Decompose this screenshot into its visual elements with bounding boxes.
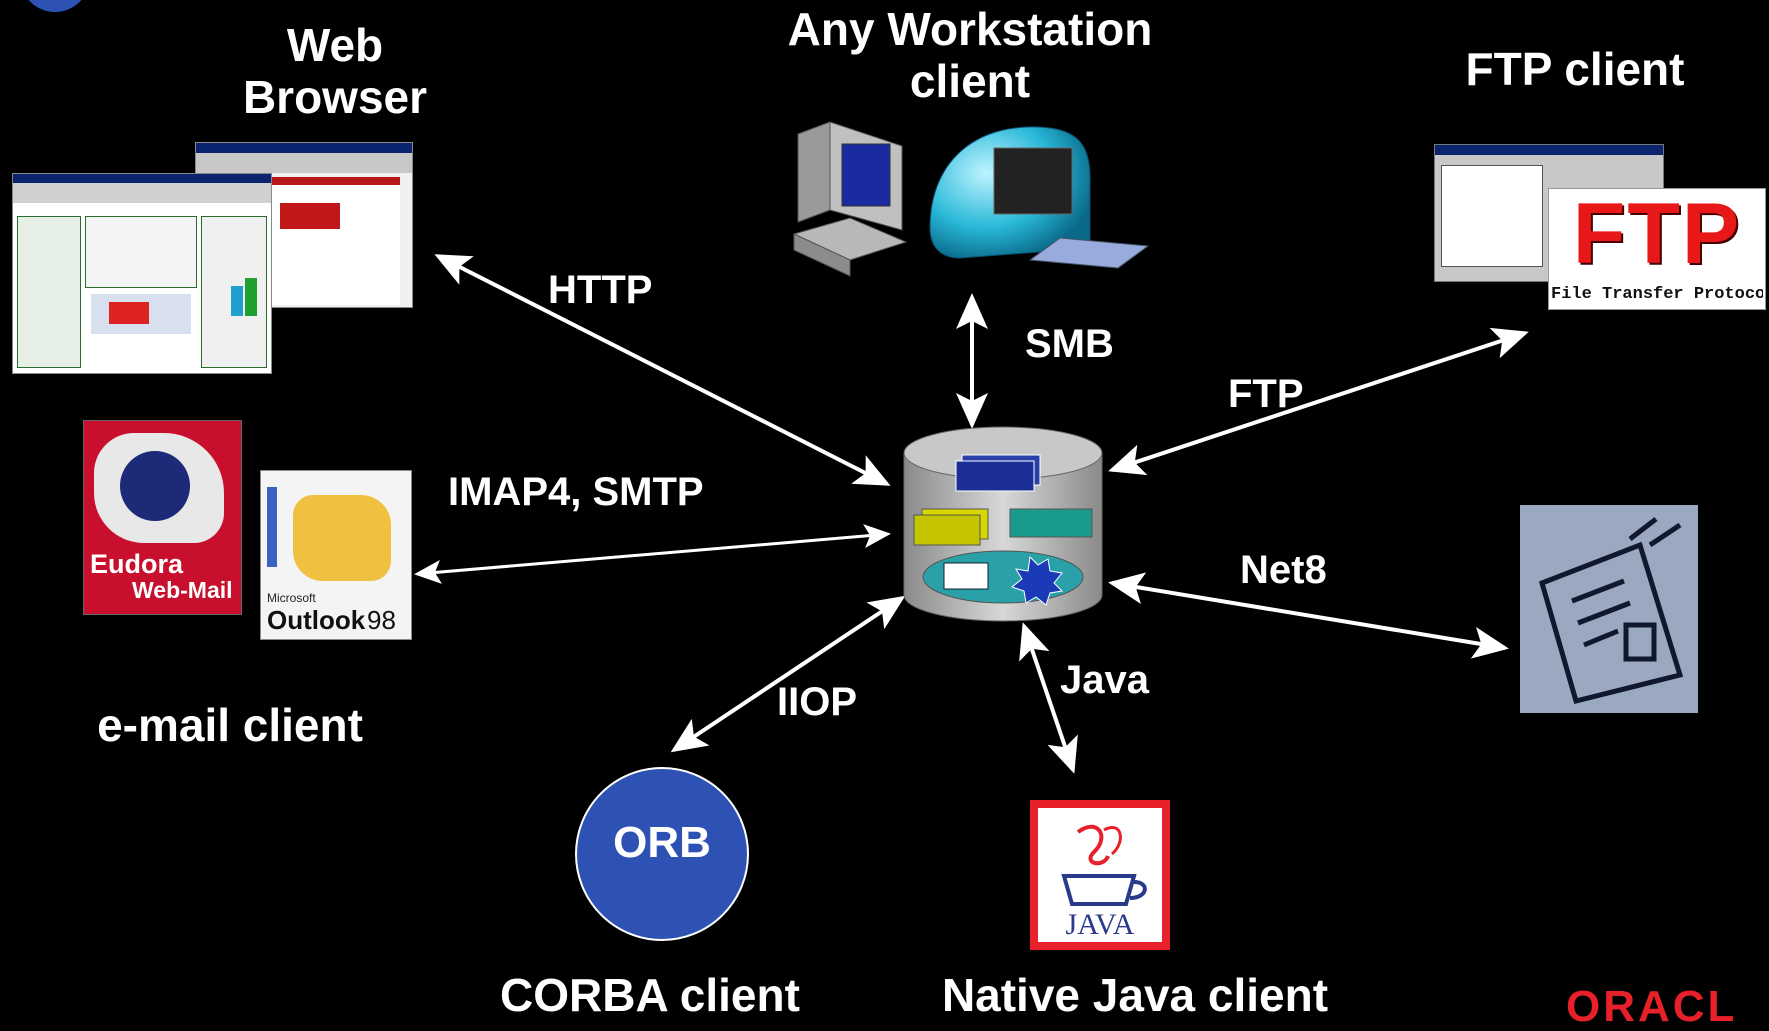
eudora-subtitle: Web-Mail — [132, 577, 233, 603]
imac-computer-icon — [929, 126, 1150, 269]
java-label: Java — [1060, 658, 1149, 702]
outlook-98-box: Microsoft Outlook 98 — [260, 470, 412, 640]
smb-label: SMB — [1025, 322, 1114, 366]
imap-arrow — [414, 524, 891, 584]
browser-window-back — [195, 142, 413, 308]
pc-computer-icon — [792, 121, 908, 277]
http-arrow — [434, 254, 891, 486]
outlook-version: 98 — [367, 605, 396, 635]
ftp-logo: FTP File Transfer Protocol — [1548, 188, 1766, 310]
iiop-arrow — [670, 595, 906, 753]
net8-label: Net8 — [1240, 548, 1327, 592]
workstation-client-title: Any Workstation client — [787, 3, 1153, 107]
eudora-title: Eudora — [90, 549, 184, 579]
java-logo-text: JAVA — [1065, 908, 1135, 941]
database-server-icon — [903, 426, 1103, 622]
ftp-label: FTP — [1228, 372, 1304, 416]
web-browser-title: Web Browser — [242, 19, 428, 123]
orb-circle — [575, 767, 749, 941]
orb-label: ORB — [613, 818, 711, 867]
ftp-arrow — [1108, 327, 1529, 476]
outlook-brand: Microsoft — [267, 591, 316, 605]
ftp-logo-text: FTP — [1572, 186, 1742, 282]
iiop-label: IIOP — [777, 680, 858, 724]
java-logo: JAVA — [1030, 800, 1170, 950]
imap-smtp-label: IMAP4, SMTP — [448, 470, 704, 514]
http-label: HTTP — [548, 268, 653, 312]
net8-arrow — [1108, 572, 1509, 659]
email-client-title: e-mail client — [97, 699, 363, 751]
outlook-title: Outlook — [267, 605, 366, 635]
native-java-client-title: Native Java client — [941, 969, 1329, 1021]
eudora-webmail-logo: Eudora Web-Mail — [83, 420, 242, 615]
java-arrow — [1019, 622, 1078, 774]
ftp-logo-caption: File Transfer Protocol — [1551, 285, 1763, 304]
browser-window-front — [12, 173, 272, 374]
oracle-logo: ORACL — [1566, 982, 1738, 1031]
ftp-client-title: FTP client — [1465, 43, 1685, 95]
java-cup-icon — [1061, 824, 1147, 906]
corba-client-title: CORBA client — [500, 969, 800, 1021]
net8-client-icon — [1520, 505, 1698, 713]
